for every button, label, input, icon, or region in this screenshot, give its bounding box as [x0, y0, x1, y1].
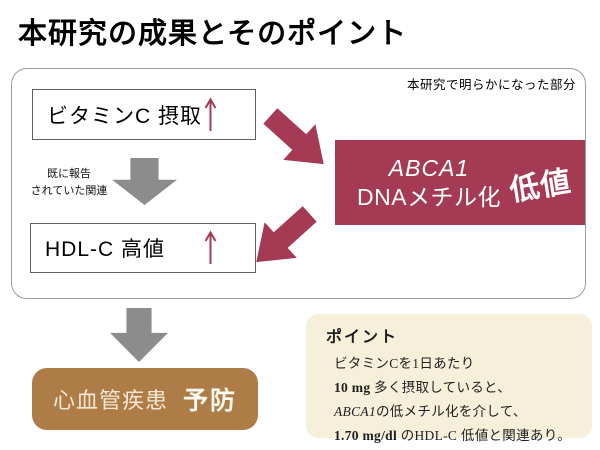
abca1-gene-label: ABCA1 [388, 155, 470, 182]
point-summary-box: ポイント ビタミンCを1日あたり 10 mg 多く摂取していると、 ABCA1の… [306, 314, 592, 443]
previously-reported-line1: 既に報告 [47, 168, 91, 180]
page-title: 本研究の成果とそのポイント [18, 18, 408, 50]
down-arrow-icon [112, 158, 177, 205]
cardiovascular-prevention-box: 心血管疾患 予防 [32, 368, 258, 430]
point-line: ビタミンCを1日あたり [334, 356, 475, 371]
abca1-methylation-box: ABCA1 DNAメチル化 低値 [335, 140, 585, 225]
low-value-label: 低値 [507, 164, 574, 208]
vitamin-c-intake-box: ビタミンC 摂取 [32, 89, 256, 140]
up-arrow-icon [204, 230, 217, 266]
point-heading: ポイント [326, 329, 399, 346]
abca1-methylation-lines: ABCA1 DNAメチル化 [353, 154, 505, 210]
diagonal-arrow-icon [254, 98, 340, 182]
cardiovascular-disease-label: 心血管疾患 [52, 388, 168, 413]
vitamin-c-intake-label: ビタミンC 摂取 [47, 104, 202, 128]
prevention-label: 予防 [183, 387, 238, 415]
hdl-c-high-label: HDL-C 高値 [45, 238, 166, 261]
diagonal-arrow-icon [240, 196, 326, 280]
previously-reported-line2: されていた関連 [30, 184, 108, 197]
point-line: 1.70 mg/dl のHDL-C 低値と関連あり。 [334, 428, 572, 443]
hdl-c-high-box: HDL-C 高値 [30, 223, 256, 273]
previously-reported-label: 既に報告 されていた関連 [22, 166, 116, 199]
point-line: 10 mg 多く摂取していると、 [334, 380, 512, 395]
down-arrow-icon [110, 308, 168, 362]
dna-methylation-label: DNAメチル化 [356, 183, 502, 210]
point-line: ABCA1の低メチル化を介して、 [334, 404, 527, 419]
clarified-by-study-label: 本研究で明らかになった部分 [406, 78, 576, 92]
up-arrow-icon [204, 97, 217, 133]
